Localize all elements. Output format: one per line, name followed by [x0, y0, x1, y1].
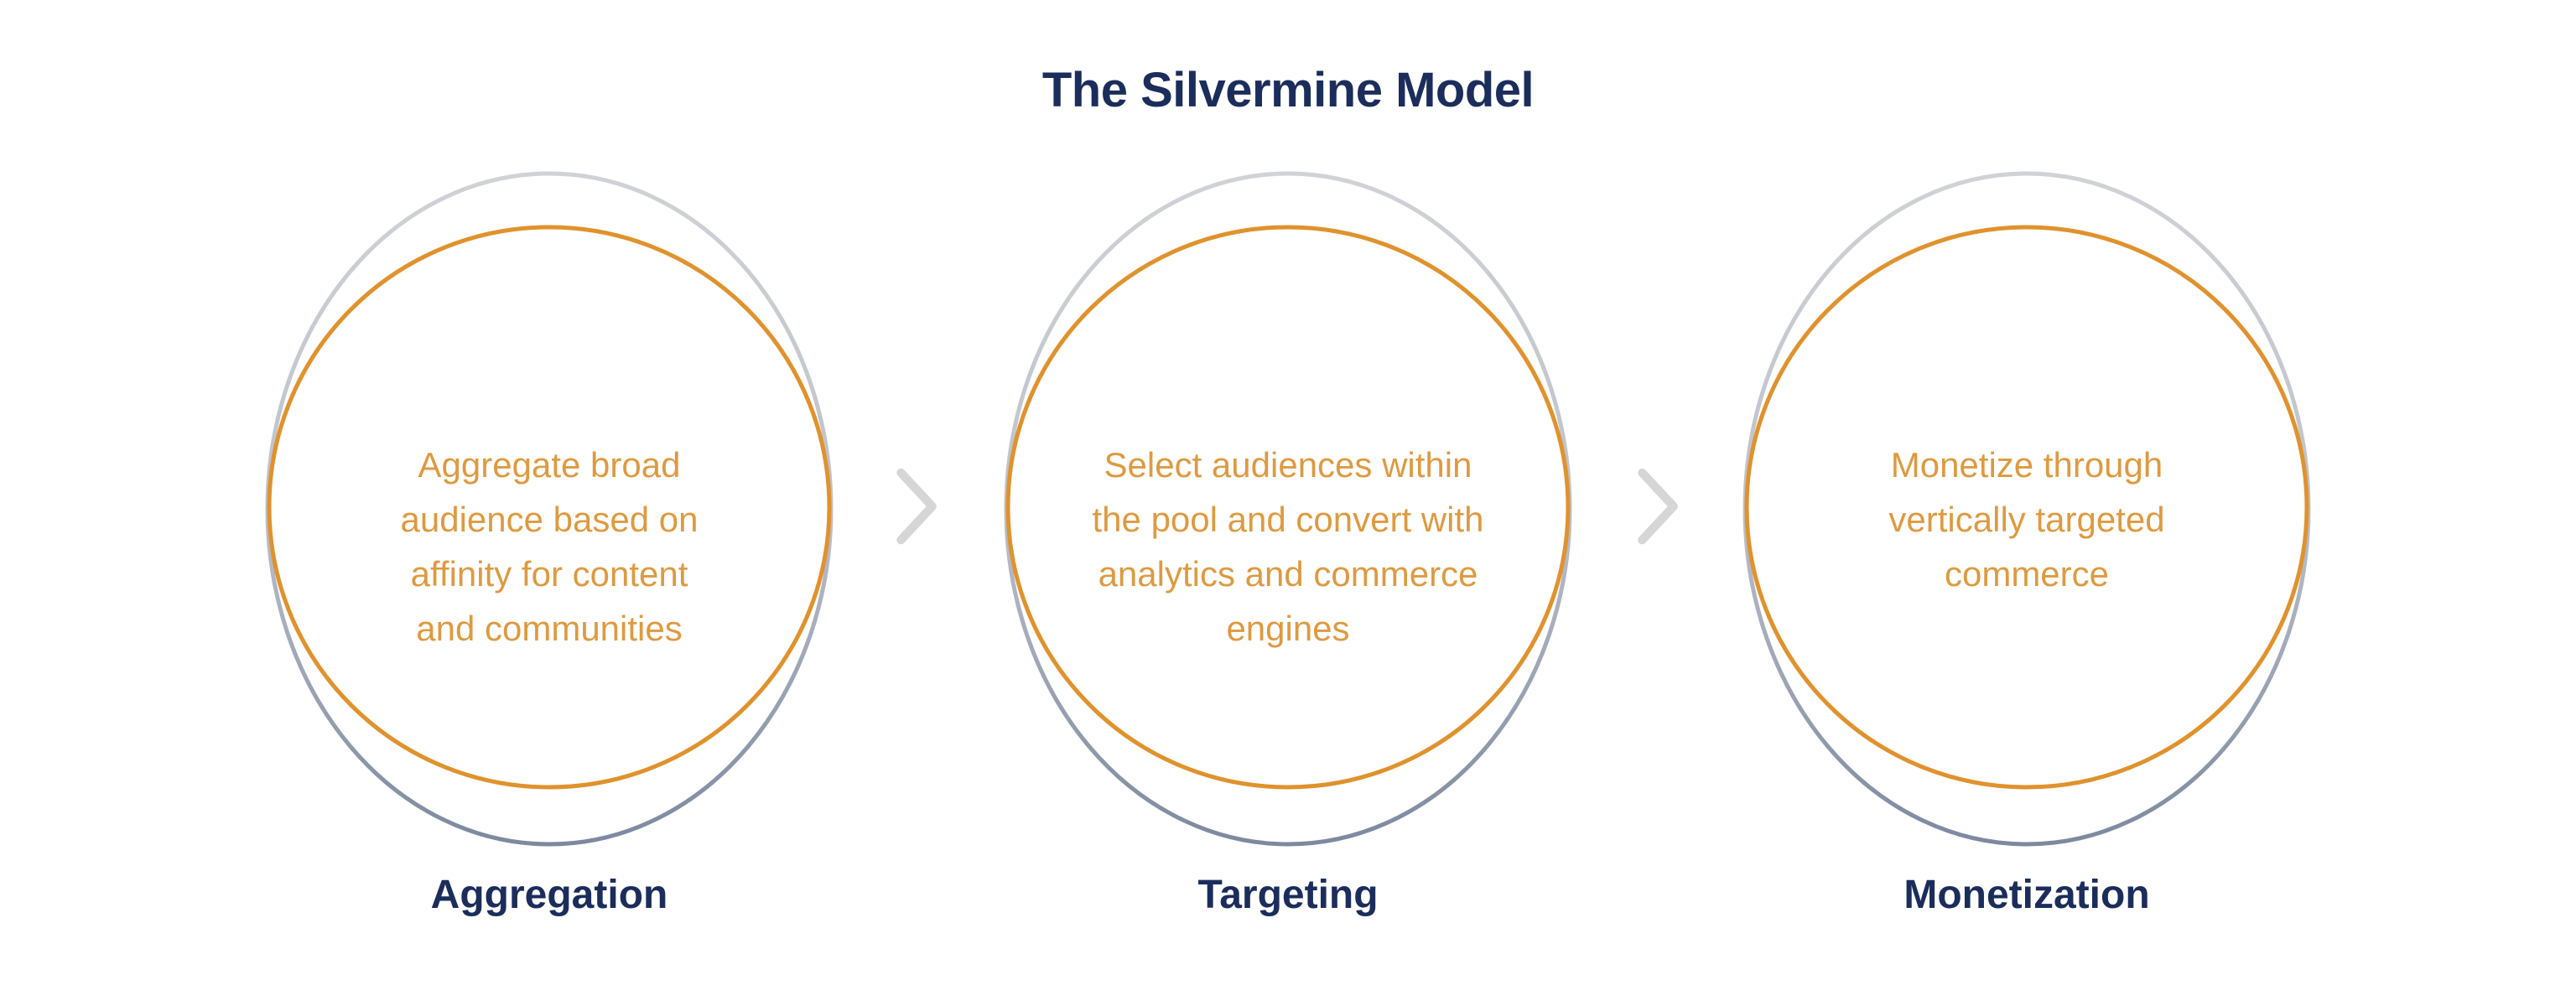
stage-label-monetization: Monetization: [1903, 873, 2150, 917]
chevron-right-icon: [896, 468, 937, 545]
inner-ring: [1005, 225, 1571, 790]
chevron-right-icon: [1638, 468, 1678, 545]
inner-ring: [267, 225, 832, 790]
stage-aggregation: Aggregate broad audience based on affini…: [239, 165, 860, 953]
stage-description: Aggregate broad audience based on affini…: [400, 445, 699, 648]
diagram-title: The Silvermine Model: [1041, 63, 1535, 117]
double-ring-graphic: [1004, 171, 1572, 847]
double-ring-graphic: [265, 171, 834, 847]
stage-label-targeting: Targeting: [1197, 873, 1379, 917]
stage-monetization: Monetize through vertically targeted com…: [1716, 165, 2337, 953]
double-ring-graphic: [1742, 171, 2311, 847]
inner-ring: [1744, 225, 2309, 790]
stage-description: Monetize through vertically targeted com…: [1888, 445, 2165, 594]
stage-targeting: Select audiences within the pool and con…: [978, 165, 1598, 953]
stage-label-aggregation: Aggregation: [430, 873, 668, 917]
stage-description: Select audiences within the pool and con…: [1092, 445, 1484, 648]
